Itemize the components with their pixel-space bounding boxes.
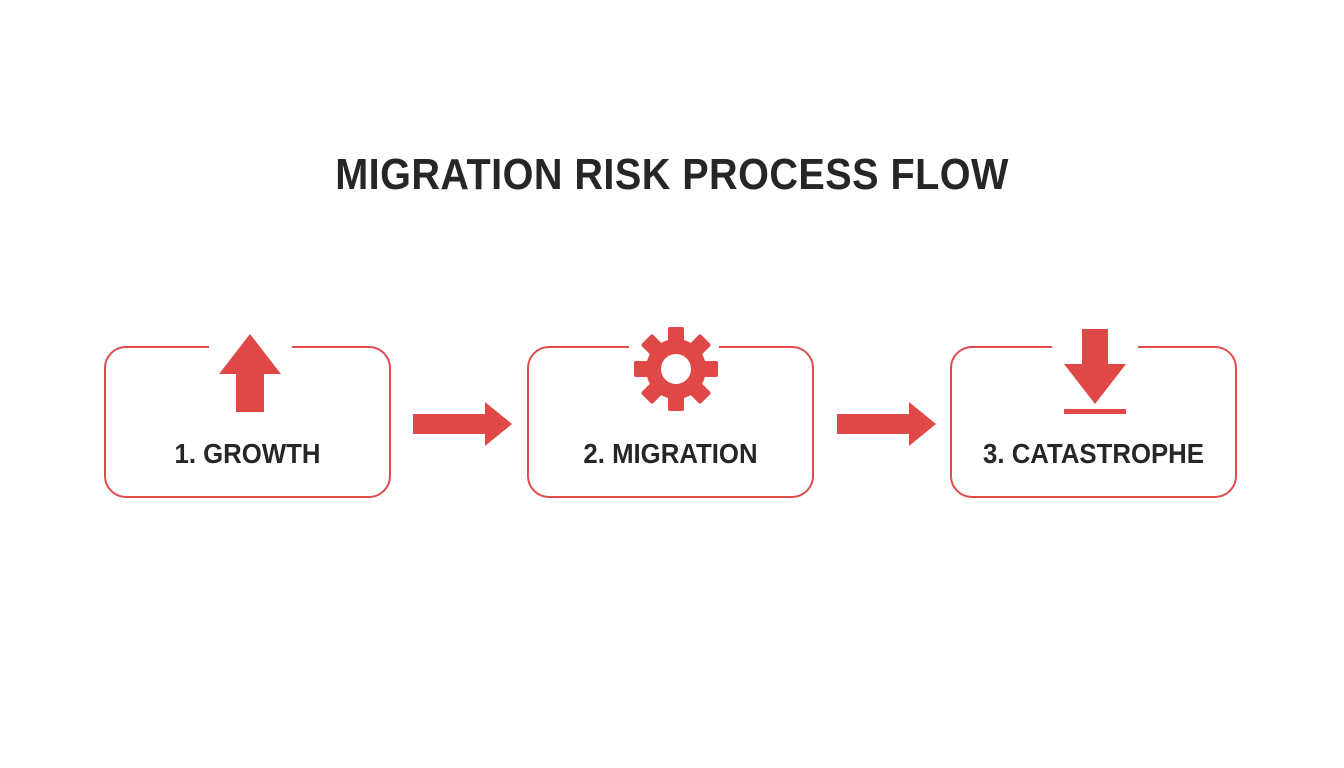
arrow-up-icon [219,334,281,412]
diagram-title: MIGRATION RISK PROCESS FLOW [335,150,1009,199]
step-label-migration: 2. MIGRATION [583,438,758,469]
step-box-migration: 2. MIGRATION [527,327,814,498]
arrow-right-icon [837,402,936,446]
step-box-growth: 1. GROWTH [104,334,391,498]
step-box-catastrophe: 3. CATASTROPHE [950,329,1237,498]
arrow-down-to-line-icon [1064,329,1126,414]
arrow-right-icon [413,402,512,446]
gear-icon [634,327,718,411]
step-label-catastrophe: 3. CATASTROPHE [983,438,1204,469]
step-label-growth: 1. GROWTH [174,438,321,469]
